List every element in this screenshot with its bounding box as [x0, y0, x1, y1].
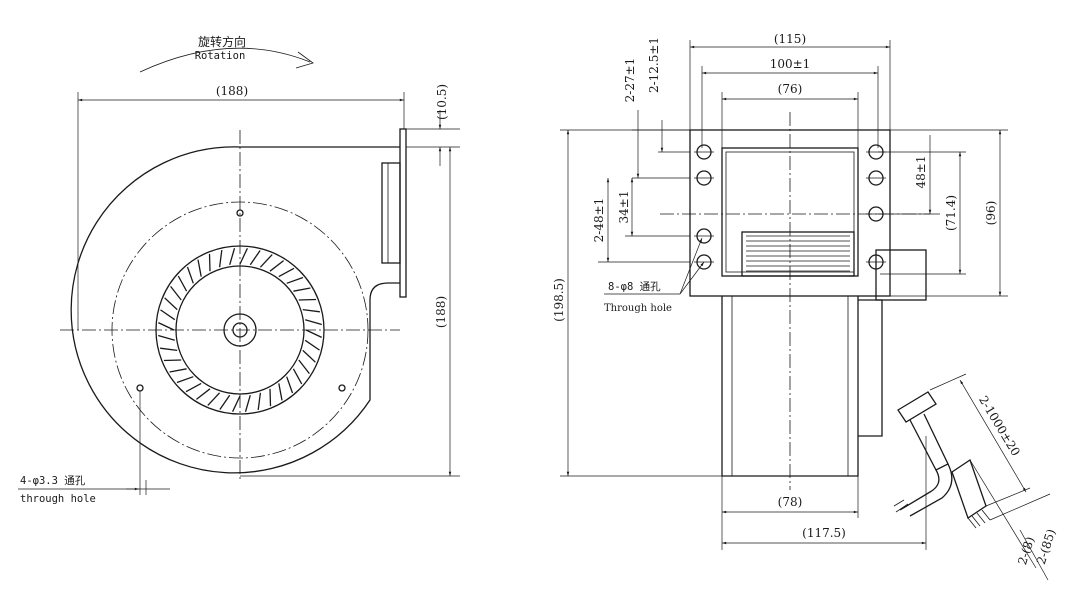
- dim-2-12-5: 2-12.5±1: [647, 37, 661, 93]
- flange-plate: [399, 128, 407, 298]
- impeller-blade: [218, 250, 223, 268]
- impeller-blade: [160, 309, 176, 321]
- impeller-blade: [286, 376, 294, 394]
- blower-wheel: [741, 231, 855, 277]
- rotation-label-en: Rotation: [195, 50, 246, 62]
- mount-hole: [236, 209, 244, 217]
- dim-34: 34±1: [617, 191, 631, 224]
- impeller-blade: [232, 395, 241, 412]
- impeller-blade: [219, 394, 231, 410]
- dim-cable-length: 2-1000±20: [976, 393, 1023, 458]
- dim-115: (115): [774, 32, 806, 46]
- impeller-blade: [305, 329, 322, 338]
- impeller-blade: [244, 395, 251, 412]
- dim-height-188: (188): [434, 296, 448, 328]
- dim-2-48: 2-48±1: [592, 198, 606, 243]
- front-view: 旋转方向 Rotation (188) (10.5): [18, 34, 460, 505]
- holes-note-side-en: Through hole: [604, 303, 672, 314]
- impeller-blade: [158, 334, 175, 341]
- housing-outline: [70, 146, 400, 474]
- holes-note-front-en: through hole: [20, 493, 96, 505]
- impeller-blade: [278, 383, 283, 401]
- impeller-blade: [207, 392, 221, 406]
- impeller-blade: [302, 308, 320, 313]
- cable-assembly: [893, 391, 991, 529]
- impeller-blade: [259, 254, 273, 268]
- impeller-blade: [304, 339, 320, 351]
- impeller-blade: [158, 322, 175, 331]
- holes-note-side: 8-φ8 通孔: [608, 280, 661, 293]
- rotation-label-cn: 旋转方向: [198, 34, 246, 49]
- impeller-blade: [239, 248, 248, 265]
- dim-cable-85: 2-(85): [1034, 527, 1059, 566]
- impeller-blade: [298, 298, 317, 301]
- side-view: (115) 100±1 (76) 2-27±1 2-12.5±1 2-48±1 …: [552, 32, 1059, 581]
- impeller-blade: [286, 276, 304, 284]
- holes-note-front: 4-φ3.3 通孔: [20, 474, 86, 487]
- rotation-arrow-icon: [139, 47, 311, 73]
- impeller-blades: [158, 248, 322, 412]
- impeller-blade: [164, 297, 178, 311]
- impeller-blade: [208, 253, 211, 272]
- impeller-blade: [196, 388, 211, 400]
- impeller-blade: [302, 349, 316, 363]
- dim-117-5: (117.5): [802, 526, 846, 540]
- impeller-blade: [160, 347, 178, 352]
- dim-76: (76): [778, 82, 803, 96]
- dim-48: 48±1: [914, 156, 928, 189]
- mount-hole: [338, 384, 346, 392]
- mount-hole: [136, 384, 144, 392]
- dim-flange-10-5: (10.5): [435, 84, 449, 120]
- dim-198-5: (198.5): [552, 278, 566, 322]
- motor-side-block: [875, 249, 927, 301]
- impeller-blade: [249, 250, 261, 266]
- impeller-blade: [229, 248, 236, 265]
- impeller-blade: [269, 388, 272, 407]
- impeller-blade: [292, 368, 303, 385]
- dim-100: 100±1: [770, 57, 811, 71]
- dim-width-188: (188): [216, 84, 248, 98]
- dim-2-27: 2-27±1: [623, 58, 637, 103]
- impeller-blade: [305, 319, 322, 326]
- outlet-bracket: [381, 162, 401, 264]
- dim-96: (96): [984, 201, 998, 226]
- impeller-blade: [269, 260, 284, 272]
- dim-78: (78): [778, 495, 803, 509]
- impeller-blade: [170, 286, 182, 301]
- impeller-blade: [176, 376, 194, 384]
- impeller-blade: [163, 359, 182, 362]
- impeller-blade: [197, 259, 202, 277]
- impeller-blade: [185, 382, 202, 393]
- impeller-blade: [257, 392, 262, 410]
- impeller-blade: [298, 359, 310, 374]
- impeller-blade: [278, 267, 295, 278]
- impeller-blade: [169, 368, 187, 373]
- wheel-lines: [746, 235, 850, 272]
- impeller-blade: [293, 287, 311, 292]
- impeller-blade: [177, 275, 188, 292]
- impeller-blade: [186, 266, 194, 284]
- motor-housing: [858, 299, 883, 437]
- dim-71-4: (71.4): [944, 195, 958, 231]
